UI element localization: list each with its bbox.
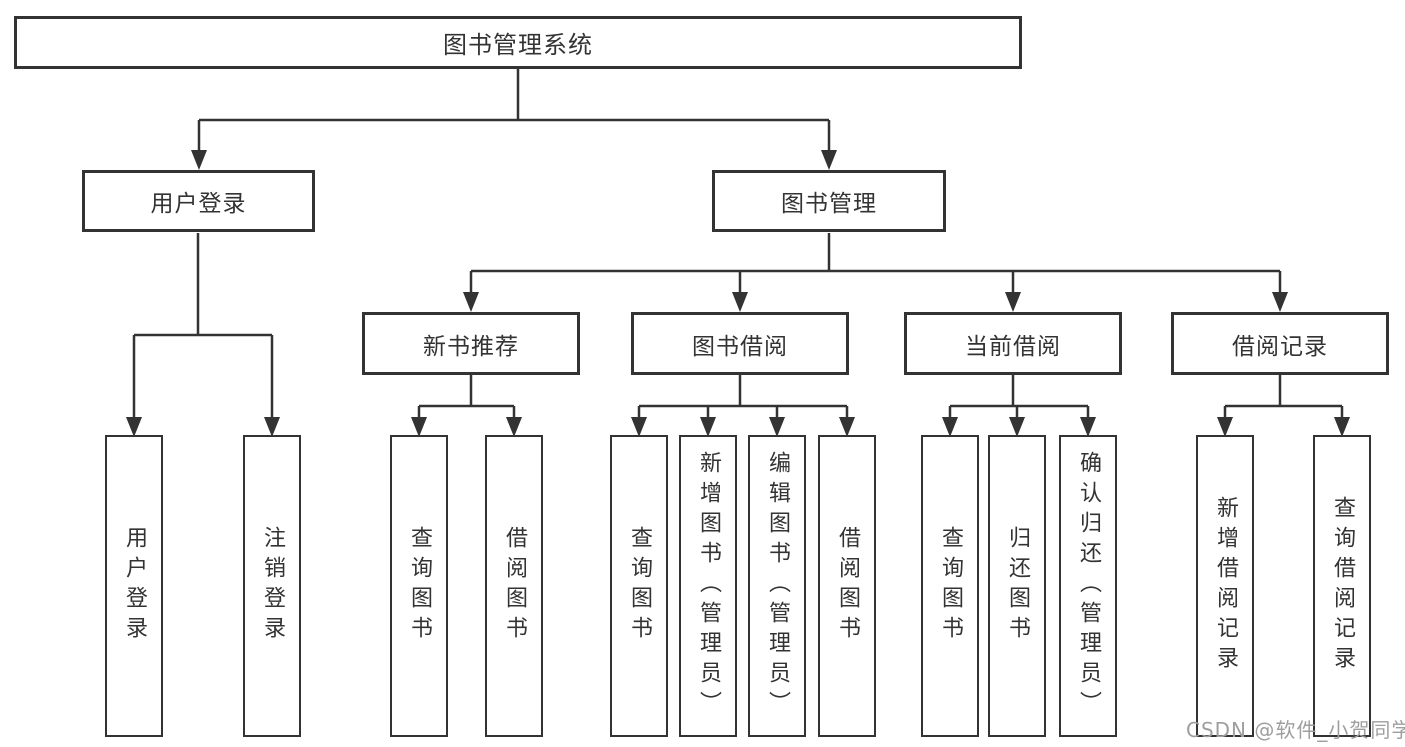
leaf-query-books-recommend: 查询图书 xyxy=(390,435,448,737)
node-current-borrowing: 当前借阅 xyxy=(904,312,1122,375)
leaf-edit-books-admin: 编辑图书（管理员） xyxy=(748,435,806,737)
leaf-label: 编辑图书（管理员） xyxy=(765,451,790,721)
leaf-confirm-return-admin: 确认归还（管理员） xyxy=(1059,435,1117,737)
leaf-label: 确认归还（管理员） xyxy=(1076,451,1101,721)
leaf-label: 新增借阅记录 xyxy=(1213,496,1238,676)
leaf-label: 查询图书 xyxy=(627,526,652,646)
leaf-user-login: 用户登录 xyxy=(105,435,163,737)
leaf-label: 查询图书 xyxy=(407,526,432,646)
node-label: 当前借阅 xyxy=(965,333,1061,360)
leaf-query-books-borrowing: 查询图书 xyxy=(610,435,668,737)
leaf-query-borrow-record: 查询借阅记录 xyxy=(1313,435,1371,737)
node-book-borrowing: 图书借阅 xyxy=(631,312,849,375)
leaf-label: 归还图书 xyxy=(1005,526,1030,646)
leaf-query-books-current: 查询图书 xyxy=(921,435,979,737)
leaf-label: 查询图书 xyxy=(938,526,963,646)
node-label: 新书推荐 xyxy=(423,333,519,360)
leaf-add-books-admin: 新增图书（管理员） xyxy=(679,435,737,737)
leaf-label: 注销登录 xyxy=(260,526,285,646)
node-new-book-recommendation: 新书推荐 xyxy=(362,312,580,375)
node-label: 用户登录 xyxy=(150,191,247,217)
leaf-borrow-books-recommend: 借阅图书 xyxy=(485,435,543,737)
leaf-logout: 注销登录 xyxy=(243,435,301,737)
arrowheads xyxy=(126,150,1350,437)
leaf-label: 新增图书（管理员） xyxy=(696,451,721,721)
leaf-label: 查询借阅记录 xyxy=(1330,496,1355,676)
node-label: 图书借阅 xyxy=(692,333,788,360)
leaf-label: 借阅图书 xyxy=(835,526,860,646)
leaf-return-books: 归还图书 xyxy=(988,435,1046,737)
leaf-label: 借阅图书 xyxy=(502,526,527,646)
node-library-management-system: 图书管理系统 xyxy=(14,16,1022,69)
leaf-borrow-books-borrowing: 借阅图书 xyxy=(818,435,876,737)
csdn-watermark: CSDN @软件_小贺同学 xyxy=(1186,718,1405,742)
node-label: 图书管理系统 xyxy=(443,31,593,59)
node-label: 图书管理 xyxy=(781,191,877,217)
node-label: 借阅记录 xyxy=(1232,333,1328,360)
node-user-login: 用户登录 xyxy=(82,170,315,232)
node-borrowing-records: 借阅记录 xyxy=(1171,312,1389,375)
leaf-add-borrow-record: 新增借阅记录 xyxy=(1196,435,1254,737)
leaf-label: 用户登录 xyxy=(122,526,147,646)
node-book-management: 图书管理 xyxy=(712,170,946,232)
